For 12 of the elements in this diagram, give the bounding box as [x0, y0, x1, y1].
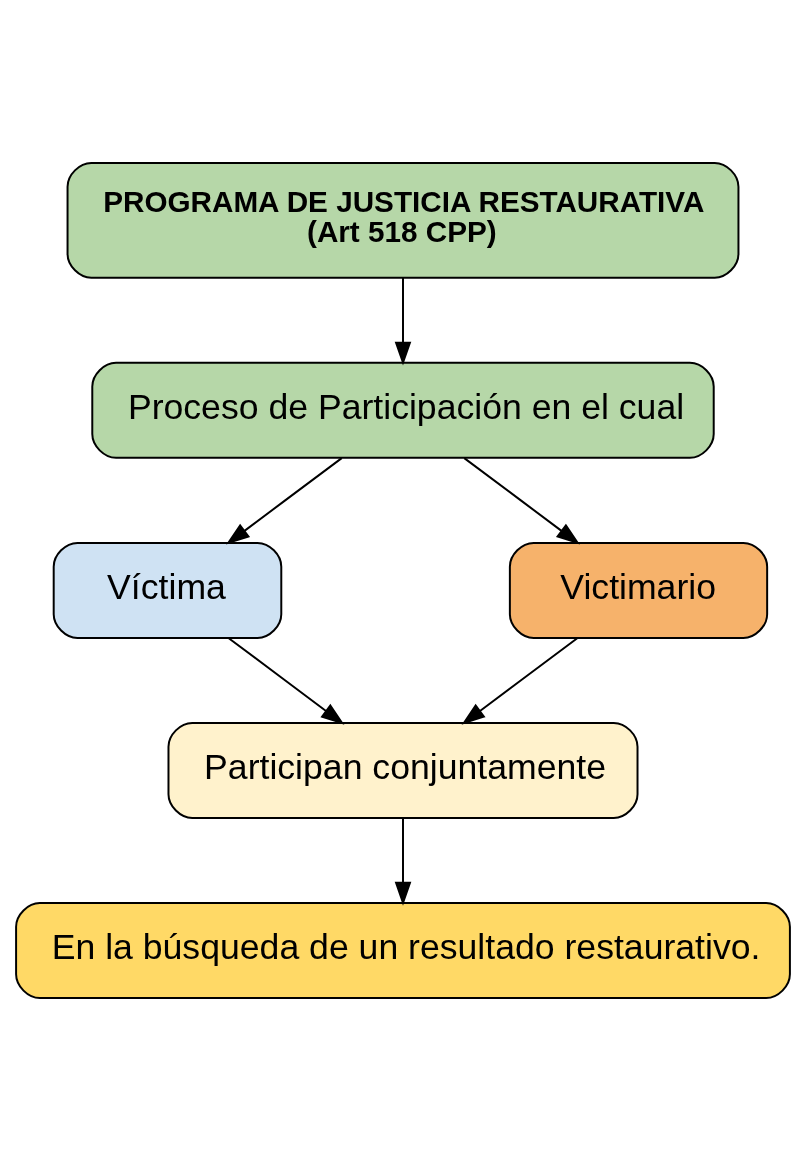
- arrow: [394, 276, 412, 366]
- node-box: En la búsqueda de un resultado restaurativo.: [15, 901, 791, 999]
- arrow: [227, 636, 345, 725]
- arrow: [226, 456, 343, 545]
- node-box: Proceso de Participación en el cual: [91, 361, 715, 459]
- node-box: Víctima: [52, 541, 283, 639]
- arrow: [461, 636, 579, 725]
- node-box: PROGRAMA DE JUSTICIA RESTAURATIVA (Art 518 CPP): [66, 161, 740, 279]
- arrow: [394, 817, 412, 906]
- node-box: Victimario: [508, 541, 769, 639]
- node-box: Participan conjuntamente: [167, 721, 639, 819]
- arrow: [463, 456, 580, 545]
